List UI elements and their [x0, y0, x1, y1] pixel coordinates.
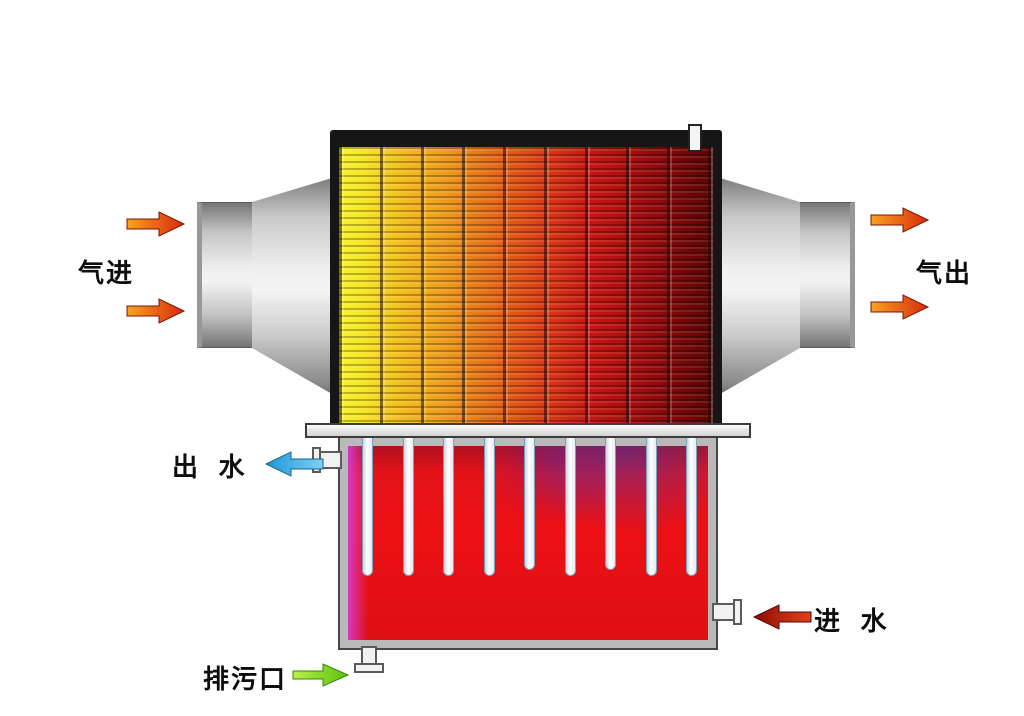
drain-label: 排污口: [203, 664, 288, 694]
gas-in-arrow-icon: [126, 211, 186, 242]
finned-tube-bank: [339, 147, 713, 424]
gas-out-label: 气出: [916, 258, 973, 288]
gas-outlet-duct: [797, 202, 855, 348]
water-tube: [403, 430, 414, 576]
drain-arrow-icon: [292, 663, 350, 692]
gas-inlet-duct: [197, 202, 255, 348]
water-tube: [524, 430, 535, 570]
water-tube: [484, 430, 495, 576]
gas-inlet-cone: [252, 178, 332, 394]
drain-flange: [354, 663, 384, 673]
water-in-label: 进 水: [814, 606, 889, 636]
water-tube: [362, 430, 373, 576]
gas-out-arrow-icon: [870, 294, 930, 325]
water-in-arrow-icon: [752, 604, 812, 635]
water-out-label: 出 水: [172, 452, 247, 482]
tube-sheet-flange: [305, 423, 751, 438]
gas-out-arrow-icon: [870, 207, 930, 238]
water-tube: [605, 430, 616, 570]
water-out-arrow-icon: [264, 451, 324, 482]
gas-in-label: 气进: [78, 258, 135, 288]
top-fitting: [688, 124, 702, 152]
gas-in-arrow-icon: [126, 298, 186, 329]
water-tube: [565, 430, 576, 576]
heat-exchanger-core: [330, 130, 722, 428]
water-tube: [443, 430, 454, 576]
water-inlet-flange: [733, 599, 742, 625]
water-tube: [686, 430, 697, 576]
water-tube: [646, 430, 657, 576]
gas-outlet-cone: [720, 178, 800, 394]
